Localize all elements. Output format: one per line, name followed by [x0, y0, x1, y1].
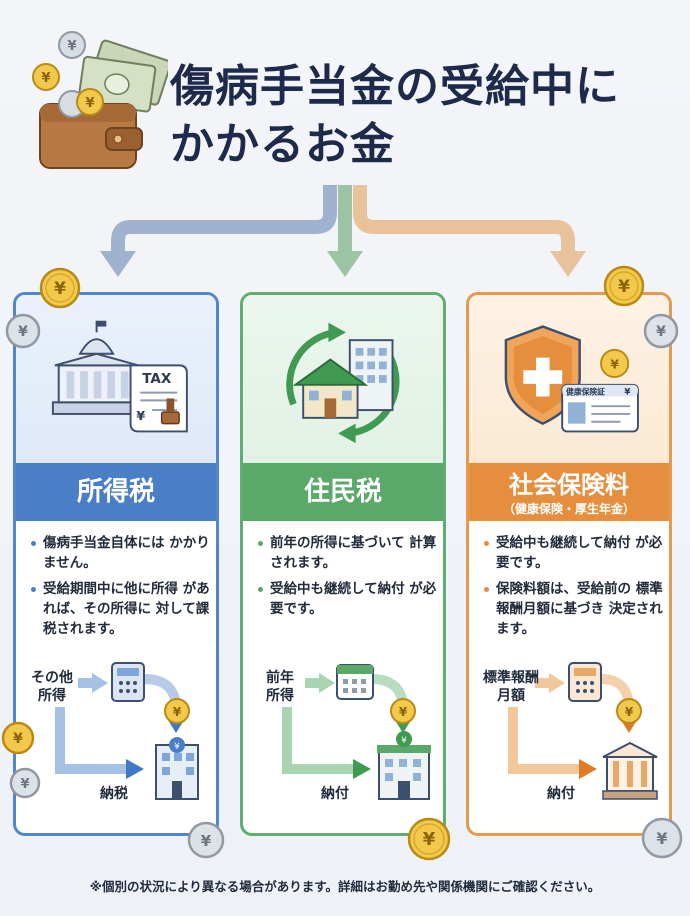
flow-arrows — [508, 662, 658, 800]
yen-coin-icon: ¥ — [603, 265, 645, 307]
bullet-item: 保険料額は、受給前の 標準報酬月額に基づき 決定されます。 — [483, 579, 667, 639]
tax-office-building-icon: ¥ — [155, 737, 199, 800]
payment-flow: ¥ 前年 所得 納付 — [243, 653, 443, 833]
government-building-icon — [51, 320, 142, 415]
bullet-list: 傷病手当金自体には かかりません。 受給期間中に他に所得 があれば、その所得に … — [30, 533, 214, 645]
card-subtitle: （健康保険・厚生年金） — [502, 502, 635, 516]
silver-coin-icon: ¥ — [5, 313, 41, 349]
city-office-building-icon: ¥ — [377, 731, 431, 800]
svg-text:¥: ¥ — [656, 324, 666, 340]
bullet-item: 受給中も継続して納付 が必要です。 — [257, 579, 441, 619]
bullet-list: 前年の所得に基づいて 計算されます。 受給中も継続して納付 が必要です。 — [257, 533, 441, 625]
arrow-right-head — [550, 251, 586, 277]
yen-coin-icon: ¥ — [390, 698, 416, 724]
calendar-icon — [336, 664, 374, 700]
card-title-band: 住民税 — [243, 463, 443, 521]
svg-text:¥: ¥ — [20, 777, 29, 792]
svg-text:¥: ¥ — [173, 705, 182, 719]
header: ¥ ¥ ¥ 傷病手当金の受給中に かかるお金 — [0, 0, 690, 200]
yen-coin-icon: ¥ — [407, 817, 451, 861]
card-title-band: 社会保険料 （健康保険・厚生年金） — [469, 463, 669, 521]
yen-coin-icon: ¥ — [39, 267, 81, 309]
svg-text:¥: ¥ — [18, 324, 28, 340]
footer-note: ※個別の状況により異なる場合があります。詳細はお勤め先や関係機関にご確認ください… — [89, 879, 601, 894]
yen-coin-icon: ¥ — [1, 721, 35, 755]
svg-text:¥: ¥ — [54, 279, 66, 299]
silver-coin-icon: ¥ — [187, 821, 225, 859]
bullet-item: 受給中も継続して納付 が必要です。 — [483, 533, 667, 573]
svg-text:¥: ¥ — [624, 388, 630, 398]
svg-text:¥: ¥ — [399, 705, 408, 719]
svg-text:¥: ¥ — [13, 731, 23, 747]
yen-coin-icon — [600, 348, 630, 379]
svg-text:¥: ¥ — [401, 736, 407, 746]
wallet-money-icon: ¥ ¥ ¥ — [32, 31, 168, 169]
page-title: 傷病手当金の受給中に かかるお金 — [170, 58, 620, 174]
card-title: 住民税 — [303, 477, 382, 507]
payment-flow: ¥ その他 所得 納税 — [16, 653, 216, 833]
flow-source-label: その他 所得 — [31, 670, 73, 704]
flow-arrows: ¥ — [282, 664, 431, 800]
tax-document-icon: TAX ¥ — [129, 364, 188, 433]
bullet-item: 傷病手当金自体には かかりません。 — [30, 533, 214, 573]
svg-text:TAX: TAX — [142, 371, 172, 387]
government-tax-illustration: TAX ¥ — [16, 295, 216, 463]
silver-coin-icon: ¥ — [643, 313, 679, 349]
svg-text:¥: ¥ — [67, 39, 76, 54]
flow-source-label: 標準報酬 月額 — [483, 670, 539, 704]
svg-text:¥: ¥ — [136, 408, 145, 423]
svg-text:¥: ¥ — [174, 742, 180, 752]
arrow-left-head — [100, 251, 136, 277]
card-title: 社会保険料 — [509, 471, 629, 499]
title-line-2: かかるお金 — [170, 119, 395, 170]
flow-source-label: 前年 所得 — [266, 670, 294, 704]
yen-coin-icon: ¥ — [616, 698, 642, 724]
branch-arrows — [100, 185, 586, 277]
insurance-shield-illustration: 健康保険証 ¥ ¥ — [469, 295, 669, 463]
silver-coin-icon: ¥ — [9, 767, 41, 799]
house-city-illustration — [243, 295, 443, 463]
svg-text:¥: ¥ — [201, 832, 212, 850]
svg-text:¥: ¥ — [85, 96, 94, 111]
arrow-center-head — [327, 251, 363, 277]
card-resident-tax: 住民税 前年の所得に基づいて 計算されます。 受給中も継続して納付 が必要です。 — [240, 292, 446, 836]
house-icon — [292, 358, 369, 419]
title-line-1: 傷病手当金の受給中に — [170, 61, 620, 112]
bullet-item: 受給期間中に他に所得 があれば、その所得に 対して課税されます。 — [30, 579, 214, 639]
yen-coin-icon: ¥ — [164, 698, 190, 724]
insurance-card-icon: 健康保険証 ¥ — [561, 383, 639, 433]
calculator-icon — [111, 662, 145, 702]
flow-result-label: 納付 — [321, 786, 349, 802]
svg-text:¥: ¥ — [625, 705, 634, 719]
silver-coin-icon: ¥ — [641, 817, 683, 859]
svg-text:¥: ¥ — [423, 829, 436, 850]
pension-office-building-icon — [602, 741, 658, 800]
calculator-icon — [568, 662, 602, 702]
svg-text:健康保険証: 健康保険証 — [566, 387, 605, 397]
card-income-tax: TAX ¥ 所得税 傷病手当金自体には かかりません。 受給期間中に他に所得 が… — [13, 292, 219, 836]
card-title: 所得税 — [76, 477, 155, 507]
svg-text:¥: ¥ — [41, 71, 50, 86]
card-social-insurance: 健康保険証 ¥ ¥ 社会保険料 （健康保険・厚生年金） 受給中も継続して納付 が… — [466, 292, 672, 836]
card-title-band: 所得税 — [16, 463, 216, 521]
bullet-list: 受給中も継続して納付 が必要です。 保険料額は、受給前の 標準報酬月額に基づき … — [483, 533, 667, 645]
bullet-item: 前年の所得に基づいて 計算されます。 — [257, 533, 441, 573]
svg-text:¥: ¥ — [656, 829, 667, 848]
flow-result-label: 納税 — [100, 786, 128, 802]
svg-text:¥: ¥ — [618, 277, 630, 297]
svg-text:¥: ¥ — [610, 356, 619, 371]
payment-flow: 標準報酬 月額 納付 — [469, 653, 669, 833]
flow-result-label: 納付 — [547, 786, 575, 802]
